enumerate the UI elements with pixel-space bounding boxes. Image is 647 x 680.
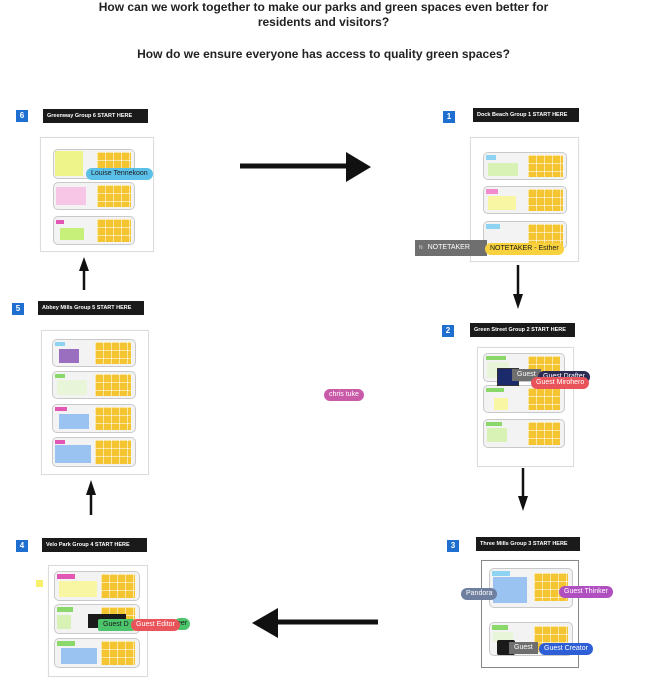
answer-grid[interactable] [528,189,563,211]
arrow-down-icon [513,265,523,309]
group-4-header[interactable]: Velo Park Group 4 START HERE [42,538,147,552]
board-row[interactable] [52,404,136,433]
cursor-label-chris: chris tuke [324,389,364,401]
answer-grid[interactable] [97,185,131,207]
group-4-badge: 4 [16,540,28,552]
question-1-line-1: How can we work together to make our par… [98,0,549,14]
sticky-note[interactable] [486,224,500,229]
sticky-note[interactable] [492,625,508,630]
cursor-label-guest-d: Guest D [98,619,134,631]
cursor-label-guest-editor: Guest Editor [131,619,180,631]
sticky-note[interactable] [493,632,513,642]
sticky-note[interactable] [57,641,75,646]
sticky-note[interactable] [61,648,97,664]
group-6-board[interactable] [40,137,154,252]
sticky-note[interactable] [59,581,97,597]
board-row[interactable] [53,182,135,210]
sticky-note[interactable] [56,220,64,224]
cursor-label-guest-g3: Guest [509,642,538,654]
sticky-note[interactable] [486,422,502,426]
board-row[interactable] [52,437,136,467]
arrow-left-icon [252,608,378,638]
answer-grid[interactable] [528,155,563,177]
sticky-note[interactable] [492,571,510,576]
sticky-note[interactable] [57,574,75,579]
sticky-note[interactable] [55,445,91,463]
board-row[interactable] [52,371,136,399]
group-2-header[interactable]: Green Street Group 2 START HERE [470,323,575,337]
answer-grid[interactable] [528,224,563,246]
sticky-note[interactable] [486,388,504,392]
question-2: How do we ensure everyone has access to … [137,47,510,61]
arrow-down-icon [518,468,528,511]
sticky-note[interactable] [486,155,496,160]
answer-grid[interactable] [95,342,131,364]
board-row[interactable] [54,638,140,668]
sticky-note[interactable] [60,228,84,240]
sticky-note[interactable] [487,428,507,442]
answer-grid[interactable] [97,219,131,242]
answer-grid[interactable] [101,641,135,665]
sticky-note[interactable] [56,187,86,205]
board-row[interactable] [483,385,565,413]
cursor-label-louise: Louise Tennekoon [86,168,153,180]
arrow-right-icon [240,152,371,182]
group-5-badge: 5 [12,303,24,315]
answer-grid[interactable] [528,422,560,445]
sticky-note[interactable] [36,580,43,587]
cursor-label-esther: NOTETAKER - Esther [485,243,564,255]
group-5-board[interactable] [41,330,149,475]
sticky-note[interactable] [488,196,516,210]
sticky-note[interactable] [493,577,527,603]
cursor-label-thinker: Guest Thinker [559,586,613,598]
cursor-label-mirohero: Guest Mirohero [531,377,590,389]
group-5-header[interactable]: Abbey Mills Group 5 START HERE [38,301,144,315]
sticky-note[interactable] [55,342,65,346]
group-3-header[interactable]: Three Mills Group 3 START HERE [476,537,580,551]
group-1-header[interactable]: Dock Beach Group 1 START HERE [473,108,579,122]
answer-grid[interactable] [101,574,135,598]
group-1-board[interactable] [470,137,579,262]
cursor-label-pandora: Pandora [461,588,498,600]
group-6-badge: 6 [16,110,28,122]
board-row[interactable] [483,152,567,180]
sticky-note[interactable] [55,440,65,444]
answer-grid[interactable] [95,407,131,430]
answer-grid[interactable] [95,374,131,396]
sticky-note[interactable] [494,398,508,410]
group-1-badge: 1 [443,111,455,123]
arrow-up-icon [86,480,96,515]
sticky-note[interactable] [55,407,67,411]
board-row[interactable] [483,186,567,214]
sticky-note[interactable] [59,414,89,429]
sticky-note[interactable] [55,374,65,378]
board-row[interactable] [52,339,136,367]
sticky-note[interactable] [57,607,73,612]
sticky-note[interactable] [59,349,79,363]
board-row[interactable] [483,419,565,448]
cursor-label-creator: Guest Creator [539,643,593,655]
arrow-up-icon [79,257,89,290]
sticky-note[interactable] [486,189,498,194]
sticky-note[interactable] [486,356,506,360]
sticky-note[interactable] [55,151,83,176]
group-2-badge: 2 [442,325,454,337]
question-1-line-2: residents and visitors? [257,15,390,29]
sticky-note[interactable] [57,380,87,395]
answer-grid[interactable] [95,440,131,464]
board-row[interactable] [53,216,135,245]
notetaker-label: NOTETAKER [427,244,470,251]
sticky-note[interactable] [488,163,518,176]
group-6-header[interactable]: Greenway Group 6 START HERE [43,109,148,123]
group-3-badge: 3 [447,540,459,552]
board-row[interactable] [54,571,140,601]
answer-grid[interactable] [528,388,560,410]
sticky-note[interactable] [57,615,71,629]
